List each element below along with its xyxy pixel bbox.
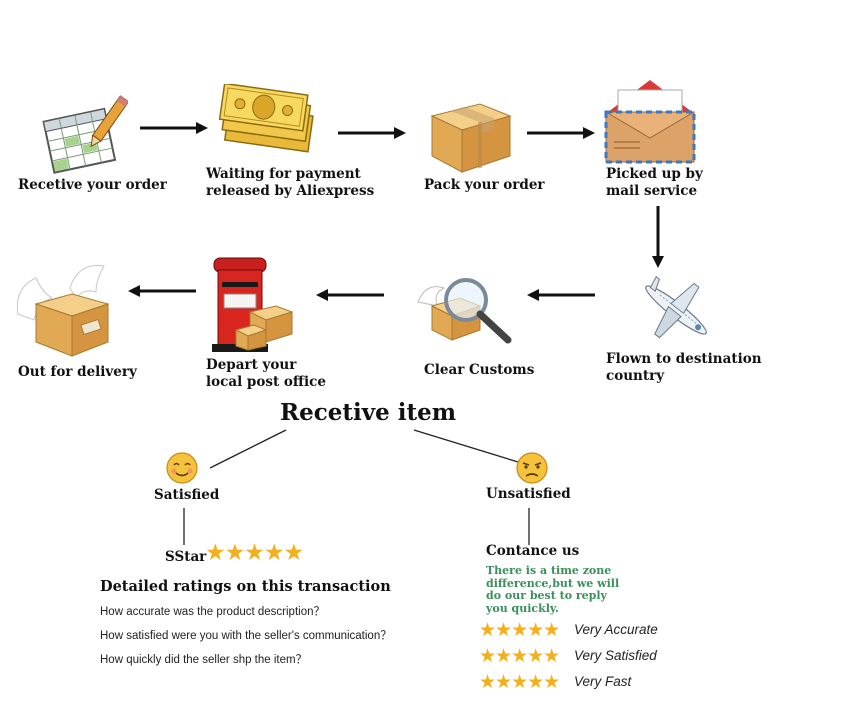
step-clear-customs: Clear Customs [424, 362, 535, 378]
step-out-delivery: Out for delivery [18, 364, 137, 380]
magnifier-box-icon [417, 278, 512, 344]
step-picked-up: Picked up by mail service [606, 166, 703, 199]
arrow-icon [527, 127, 595, 139]
rating-label: Very Satisfied [574, 648, 657, 663]
rating-question: How accurate was the product description… [100, 606, 325, 618]
spreadsheet-pencil-icon [42, 95, 128, 174]
box-icon [430, 103, 512, 173]
rating-stars: ★★★★★ [479, 645, 560, 667]
step-flown: Flown to destination country [606, 351, 762, 384]
ratings-heading: Detailed ratings on this transaction [100, 578, 391, 595]
rating-label: Very Fast [574, 674, 632, 689]
rating-question: How quickly did the seller shp the item？ [100, 654, 308, 666]
receive-item-title: Recetive item [280, 399, 457, 426]
arrow-icon [652, 206, 664, 268]
arrow-icon [338, 127, 406, 139]
contact-label: Contance us [486, 543, 580, 559]
step-pack-order: Pack your order [424, 177, 545, 193]
step-receive-order: Recetive your order [18, 177, 167, 193]
arrow-icon [316, 289, 384, 301]
money-icon [218, 84, 314, 153]
winged-box-icon [16, 264, 110, 357]
envelope-icon [604, 80, 696, 164]
arrow-icon [527, 289, 595, 301]
contact-note: There is a time zone difference,but we w… [486, 564, 620, 615]
step-depart-post: Depart your local post office [206, 357, 326, 390]
rating-stars: ★★★★★ [479, 671, 560, 693]
step-waiting-payment: Waiting for payment released by Aliexpre… [206, 166, 375, 199]
five-star-rating: ★★★★★ [205, 540, 304, 566]
arrow-icon [140, 122, 208, 134]
rating-stars: ★★★★★ [479, 619, 560, 641]
unsatisfied-label: Unsatisfied [486, 486, 571, 502]
satisfied-label: Satisfied [154, 487, 220, 503]
sad-face-icon [516, 452, 548, 484]
star-label: SStar [165, 549, 207, 565]
postbox-icon [212, 257, 294, 352]
rating-question: How satisfied were you with the seller's… [100, 630, 392, 642]
arrow-icon [128, 285, 196, 297]
rating-label: Very Accurate [574, 622, 658, 637]
airplane-icon [645, 276, 707, 339]
happy-face-icon [166, 452, 198, 484]
